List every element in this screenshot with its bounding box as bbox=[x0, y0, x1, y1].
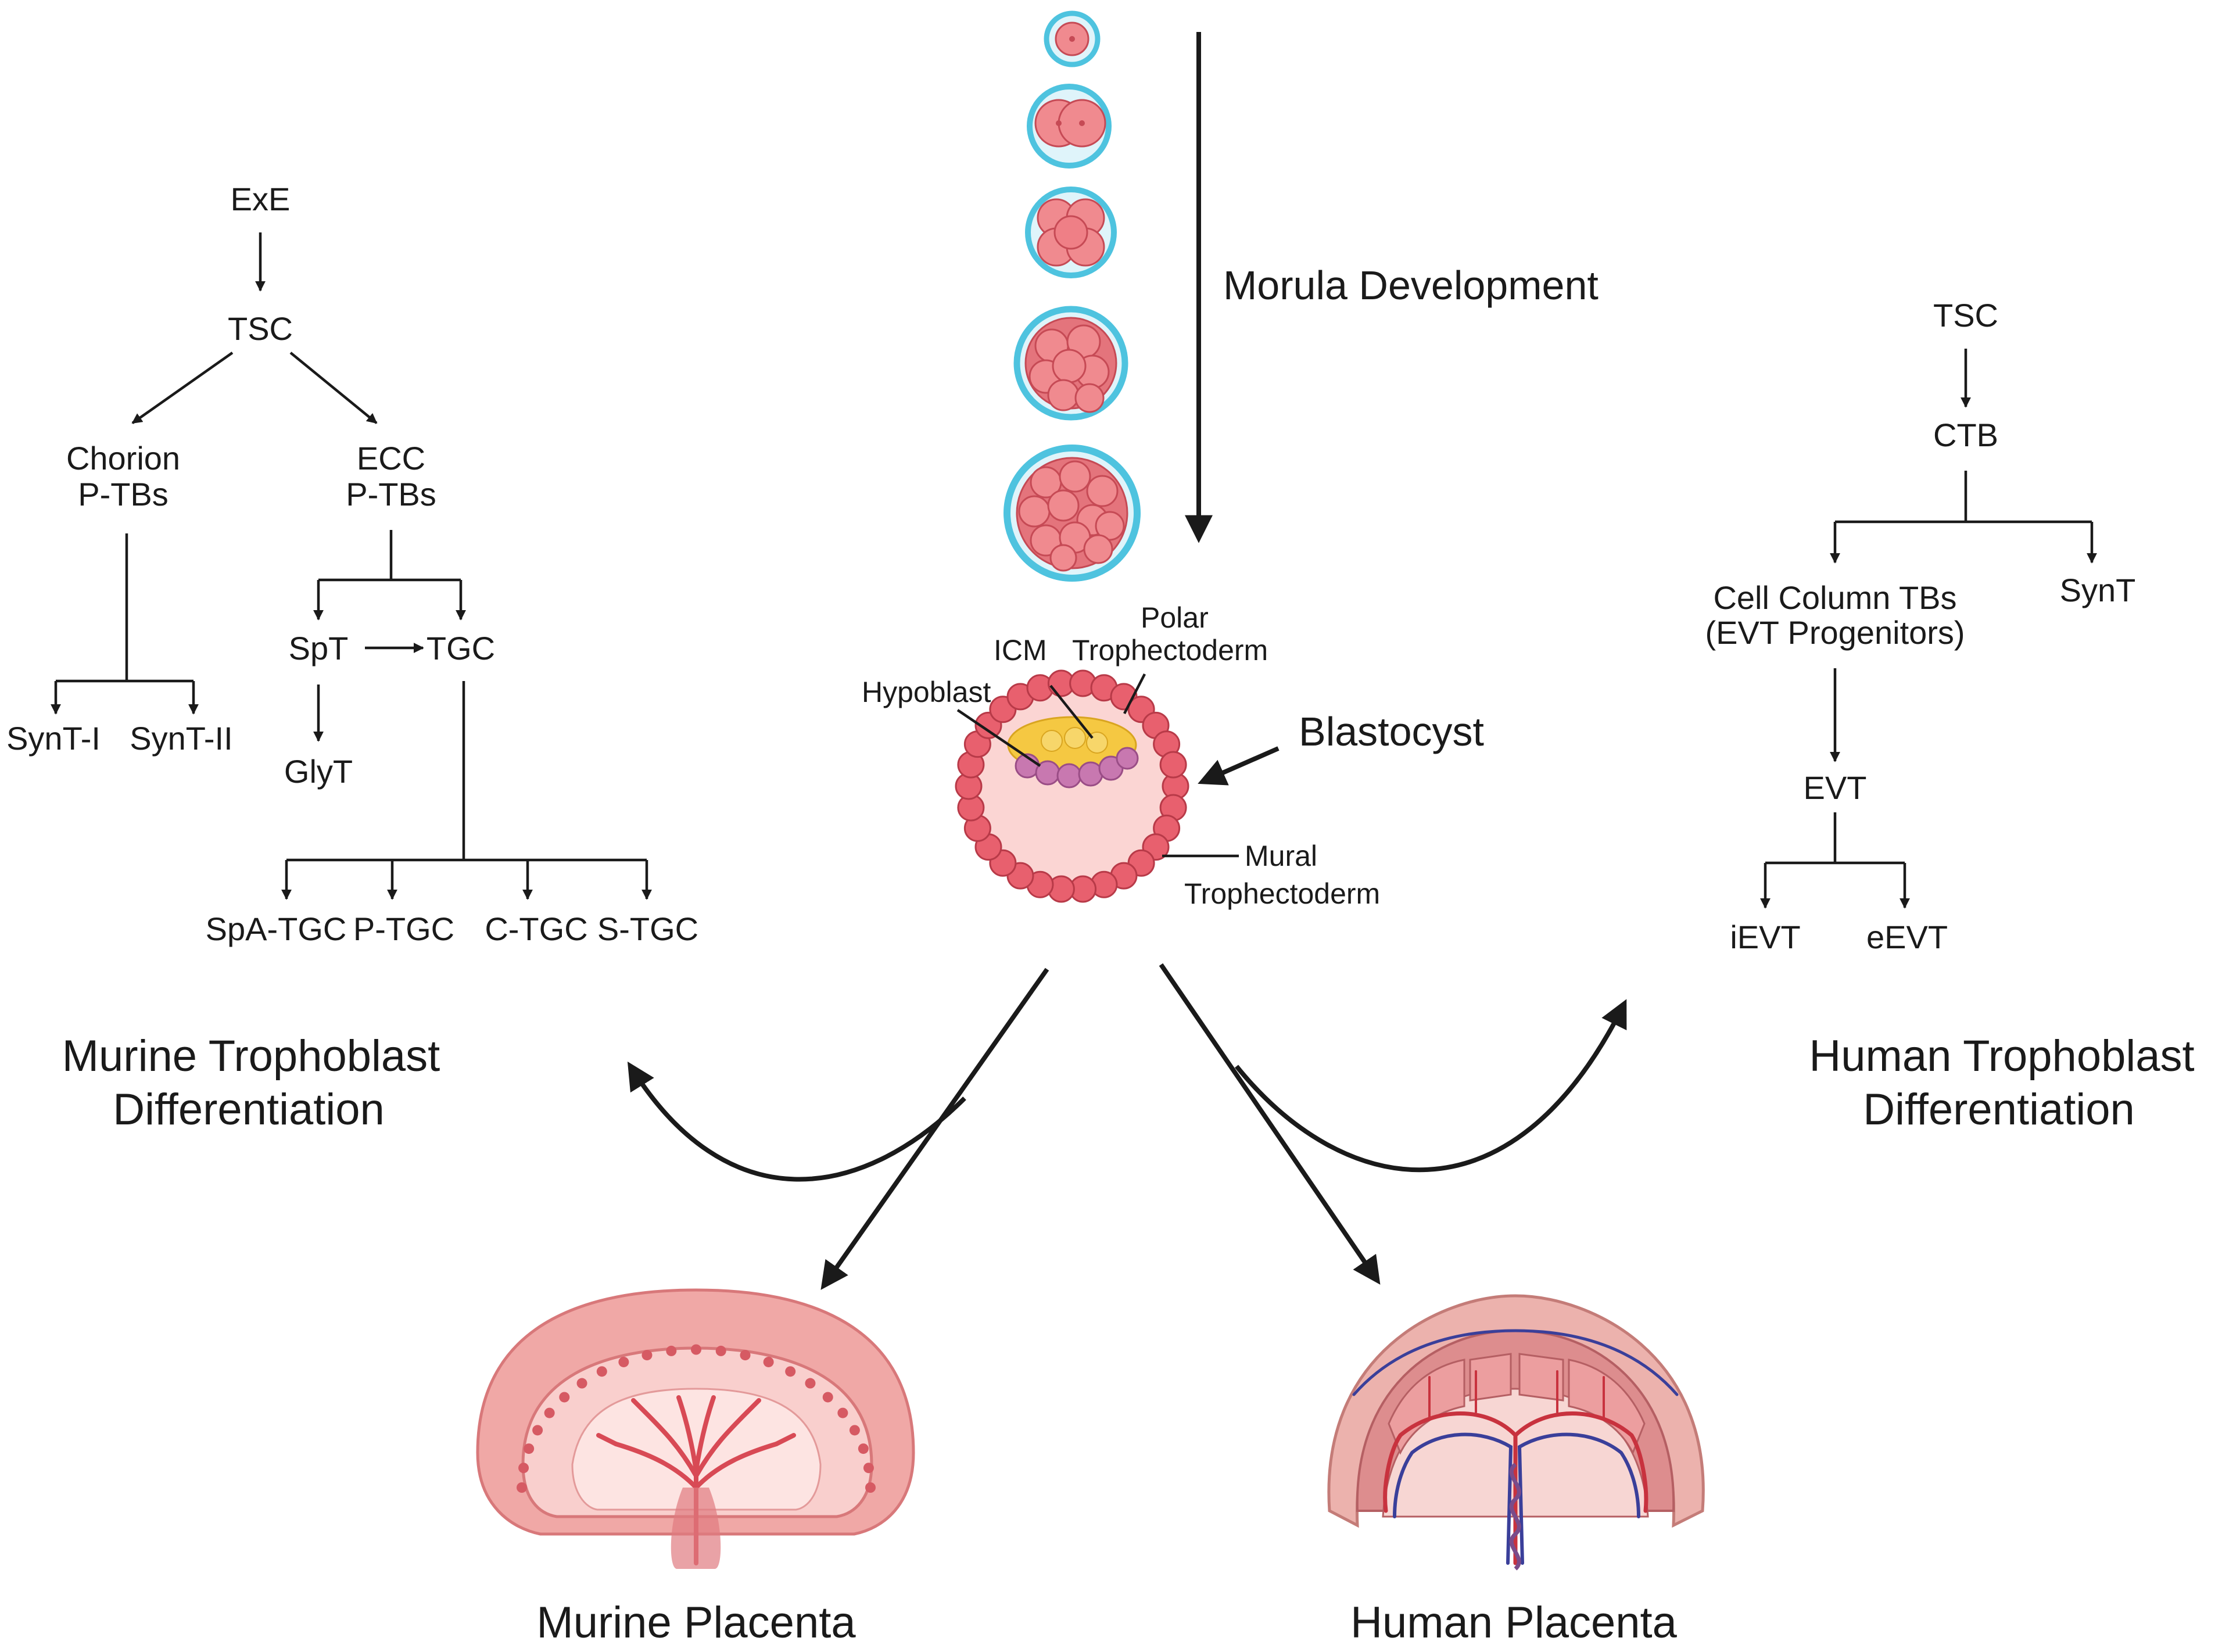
human-placenta-title: Human Placenta bbox=[1350, 1598, 1678, 1647]
giant-cell-dot bbox=[805, 1378, 816, 1389]
giant-cell-dot bbox=[596, 1366, 607, 1377]
giant-cell-dot bbox=[691, 1344, 701, 1355]
murine-differentiation-curve bbox=[627, 1061, 966, 1182]
human-placenta-icon bbox=[1327, 1294, 1705, 1571]
murine-c-tgc: C-TGC bbox=[485, 911, 587, 947]
giant-cell-dot bbox=[576, 1378, 587, 1389]
giant-cell-dot bbox=[837, 1407, 848, 1418]
murine-glyt: GlyT bbox=[284, 753, 353, 790]
human-cell-column-1: Cell Column TBs bbox=[1713, 579, 1956, 616]
murine-placenta-icon bbox=[476, 1288, 915, 1569]
murine-ecc-2: P-TBs bbox=[346, 476, 436, 513]
murine-differentiation-title-1: Murine Trophoblast bbox=[62, 1031, 440, 1081]
morula-icon bbox=[1004, 445, 1141, 582]
giant-cell-dot bbox=[822, 1392, 833, 1403]
four-cell-embryo-icon bbox=[1025, 187, 1117, 278]
murine-synt2: SynT-II bbox=[130, 720, 232, 757]
zygote-icon bbox=[1044, 10, 1101, 67]
murine-chorion-2: P-TBs bbox=[78, 476, 169, 513]
human-differentiation-title-2: Differentiation bbox=[1863, 1085, 2135, 1134]
murine-lineage-tree: ExE TSC Chorion P-TBs ECC P-TBs SynT-I S… bbox=[6, 181, 698, 947]
morula-stages bbox=[1004, 10, 1141, 582]
human-cell-column-2: (EVT Progenitors) bbox=[1705, 614, 1965, 651]
murine-p-tgc: P-TGC bbox=[353, 911, 454, 947]
hypoblast-label: Hypoblast bbox=[862, 676, 991, 708]
murine-tsc: TSC bbox=[228, 310, 293, 347]
murine-synt1: SynT-I bbox=[6, 720, 101, 757]
murine-differentiation-title-2: Differentiation bbox=[113, 1085, 385, 1134]
icm-label: ICM bbox=[994, 634, 1047, 666]
blastocyst-arrow bbox=[1198, 746, 1280, 786]
polar-label-2: Trophectoderm bbox=[1072, 634, 1268, 666]
blastocyst-label: Blastocyst bbox=[1299, 709, 1484, 754]
mural-label-1: Mural bbox=[1245, 840, 1317, 872]
trophectoderm-cell bbox=[1159, 751, 1187, 779]
hypoblast-layer bbox=[1015, 747, 1139, 789]
human-differentiation-title-1: Human Trophoblast bbox=[1809, 1031, 2194, 1081]
to-human-placenta-arrow bbox=[1159, 963, 1381, 1285]
human-synt: SynT bbox=[2060, 572, 2136, 608]
giant-cell-dot bbox=[544, 1407, 555, 1418]
giant-cell-dot bbox=[666, 1345, 677, 1356]
giant-cell-dot bbox=[618, 1356, 629, 1367]
polar-label-1: Polar bbox=[1141, 601, 1209, 634]
giant-cell-dot bbox=[858, 1443, 869, 1454]
giant-cell-dot bbox=[863, 1463, 874, 1474]
giant-cell-dot bbox=[865, 1482, 876, 1493]
giant-cell-dot bbox=[524, 1443, 535, 1454]
morula-development-label: Morula Development bbox=[1223, 263, 1599, 308]
giant-cell-dot bbox=[715, 1345, 726, 1356]
murine-placenta-title: Murine Placenta bbox=[536, 1598, 856, 1647]
murine-ecc-1: ECC bbox=[357, 440, 425, 476]
human-ctb: CTB bbox=[1933, 417, 1998, 453]
murine-exe: ExE bbox=[231, 181, 291, 217]
eight-cell-embryo-icon bbox=[1013, 306, 1128, 421]
human-ievt: iEVT bbox=[1730, 919, 1800, 955]
murine-spt: SpT bbox=[289, 630, 349, 666]
giant-cell-dot bbox=[740, 1350, 751, 1361]
human-lineage-tree: TSC CTB Cell Column TBs (EVT Progenitors… bbox=[1705, 297, 2135, 955]
human-evt: EVT bbox=[1804, 769, 1867, 806]
giant-cell-dot bbox=[763, 1356, 774, 1367]
human-tsc: TSC bbox=[1933, 297, 1998, 334]
murine-tgc: TGC bbox=[427, 630, 495, 666]
murine-chorion-1: Chorion bbox=[66, 440, 180, 476]
giant-cell-dot bbox=[517, 1482, 527, 1493]
human-differentiation-curve bbox=[1234, 999, 1627, 1173]
mural-label-2: Trophectoderm bbox=[1184, 877, 1380, 910]
trophectoderm-ring bbox=[955, 669, 1189, 903]
murine-spa-tgc: SpA-TGC bbox=[206, 911, 347, 947]
blastocyst-icon bbox=[955, 669, 1189, 903]
two-cell-embryo-icon bbox=[1027, 84, 1112, 169]
giant-cell-dot bbox=[849, 1425, 860, 1436]
giant-cell-dot bbox=[518, 1463, 529, 1474]
giant-cell-dot bbox=[559, 1392, 570, 1403]
giant-cell-dot bbox=[532, 1425, 543, 1436]
human-eevt: eEVT bbox=[1866, 919, 1948, 955]
giant-cell-dot bbox=[785, 1366, 796, 1377]
giant-cell-dot bbox=[641, 1350, 653, 1361]
murine-s-tgc: S-TGC bbox=[597, 911, 698, 947]
